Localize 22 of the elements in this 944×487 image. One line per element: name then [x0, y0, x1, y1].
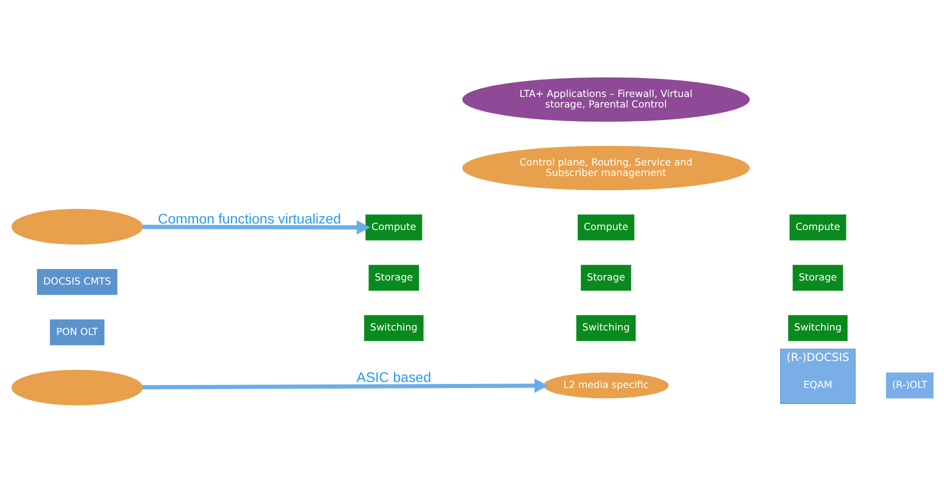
node-box: DOCSIS CMTS [36, 269, 117, 295]
node-box: Compute [789, 214, 846, 240]
node-box: Switching [788, 315, 848, 342]
node-box: PON OLT [49, 319, 104, 346]
node-ellipse [10, 208, 142, 245]
arrow [142, 220, 370, 235]
node-ellipse: L2 media specific [542, 372, 668, 398]
arrow [142, 378, 548, 393]
node-box: Compute [365, 214, 422, 240]
node-ellipse: Control plane, Routing, Service and Subscriber management [462, 146, 750, 190]
node-box: Switching [364, 315, 424, 342]
node-box: Storage [580, 264, 631, 291]
node-box: (R-)OLT [886, 372, 934, 398]
edge-label: Common functions virtualized [157, 210, 341, 226]
node-box: Storage [792, 264, 843, 291]
node-box: Compute [577, 214, 634, 240]
node-ellipse: LTA+ Applications – Firewall, Virtual storage, Parental Control [462, 77, 750, 122]
node-ellipse [10, 370, 142, 406]
node-box: Storage [368, 264, 418, 291]
node-text: EQAM [802, 380, 832, 392]
edge-label: ASIC based [356, 368, 431, 385]
node-box: Switching [576, 315, 636, 342]
